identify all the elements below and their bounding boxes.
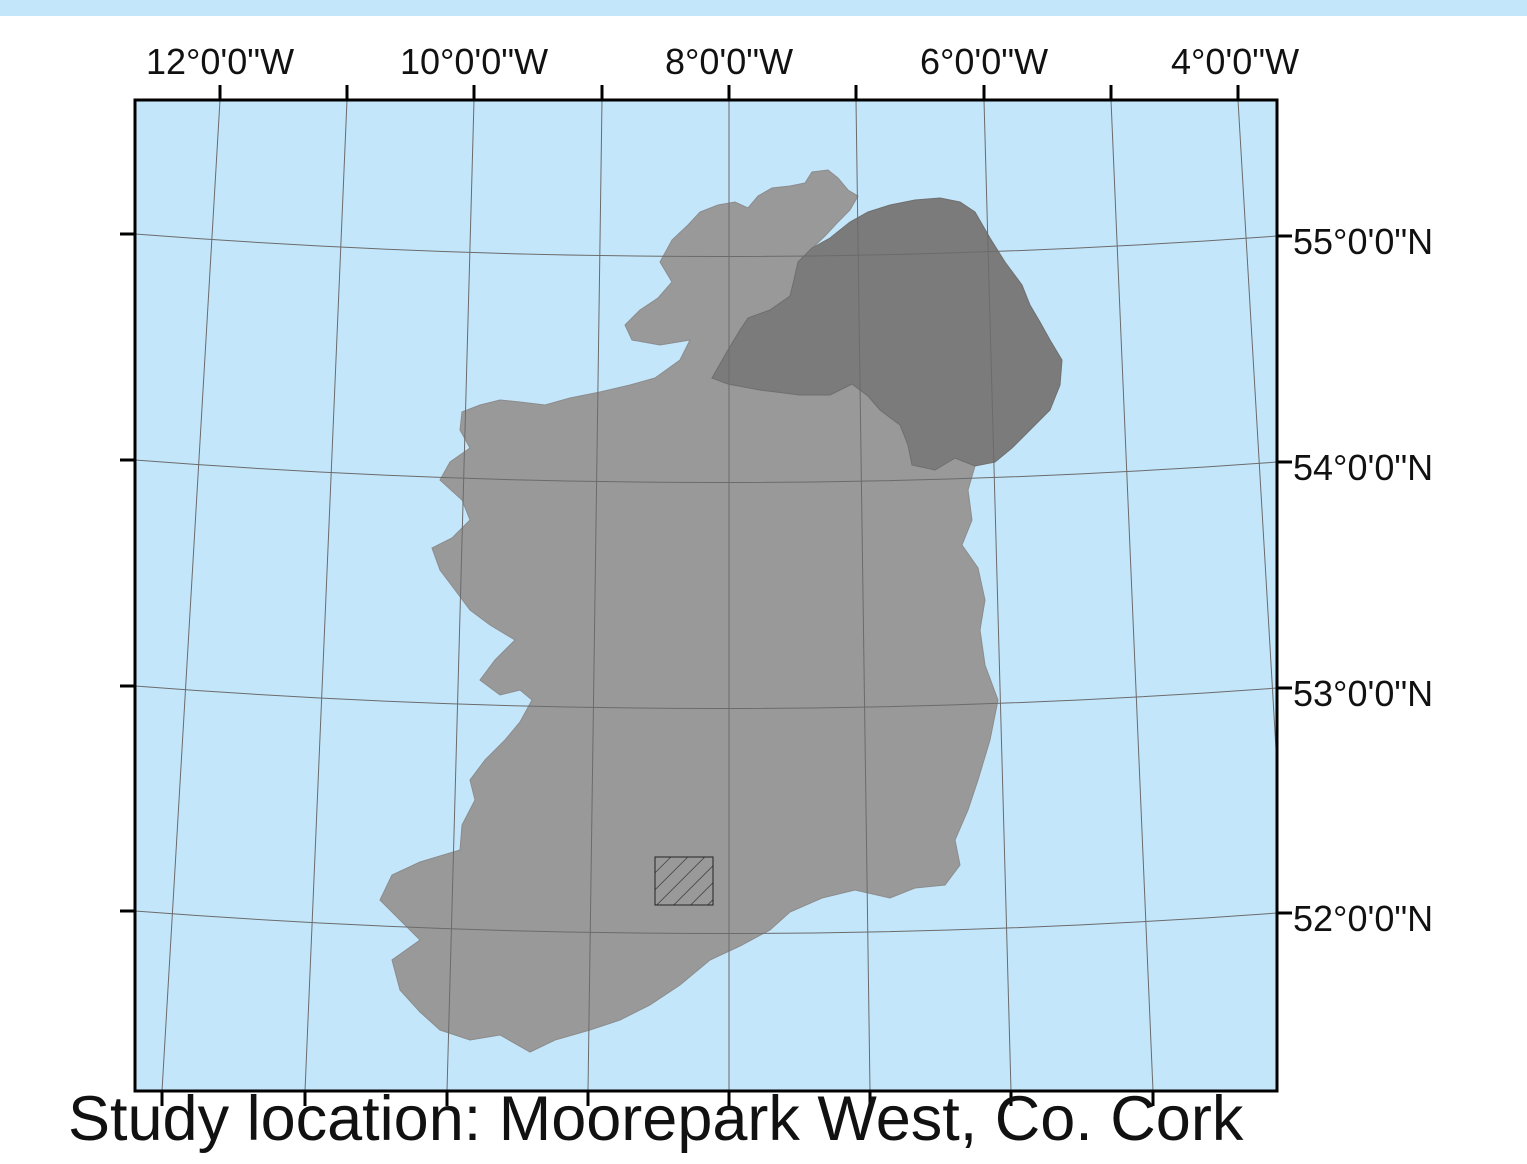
graticule-meridians — [161, 100, 1277, 1091]
top-ticks — [218, 85, 1240, 100]
left-ticks — [120, 232, 135, 913]
bottom-ticks — [160, 1091, 1155, 1106]
lat-label-53n: 53°0'0"N — [1293, 673, 1433, 714]
study-area-marker — [654, 856, 714, 906]
lat-label-52n: 52°0'0"N — [1293, 898, 1433, 939]
lat-label-55n: 55°0'0"N — [1293, 221, 1433, 262]
lon-label-12w: 12°0'0"W — [146, 41, 294, 82]
map-caption: Study location: Moorepark West, Co. Cork — [68, 1084, 1244, 1154]
lon-label-10w: 10°0'0"W — [400, 41, 548, 82]
lon-label-4w: 4°0'0"W — [1171, 41, 1299, 82]
lat-label-54n: 54°0'0"N — [1293, 447, 1433, 488]
lon-label-6w: 6°0'0"W — [920, 41, 1048, 82]
lon-label-8w: 8°0'0"W — [665, 41, 793, 82]
right-ticks — [1277, 234, 1292, 915]
northern-ireland — [711, 197, 1063, 471]
top-sea-band — [0, 0, 1527, 16]
graticule-parallels — [135, 233, 1277, 934]
map-frame — [133, 98, 1279, 1093]
